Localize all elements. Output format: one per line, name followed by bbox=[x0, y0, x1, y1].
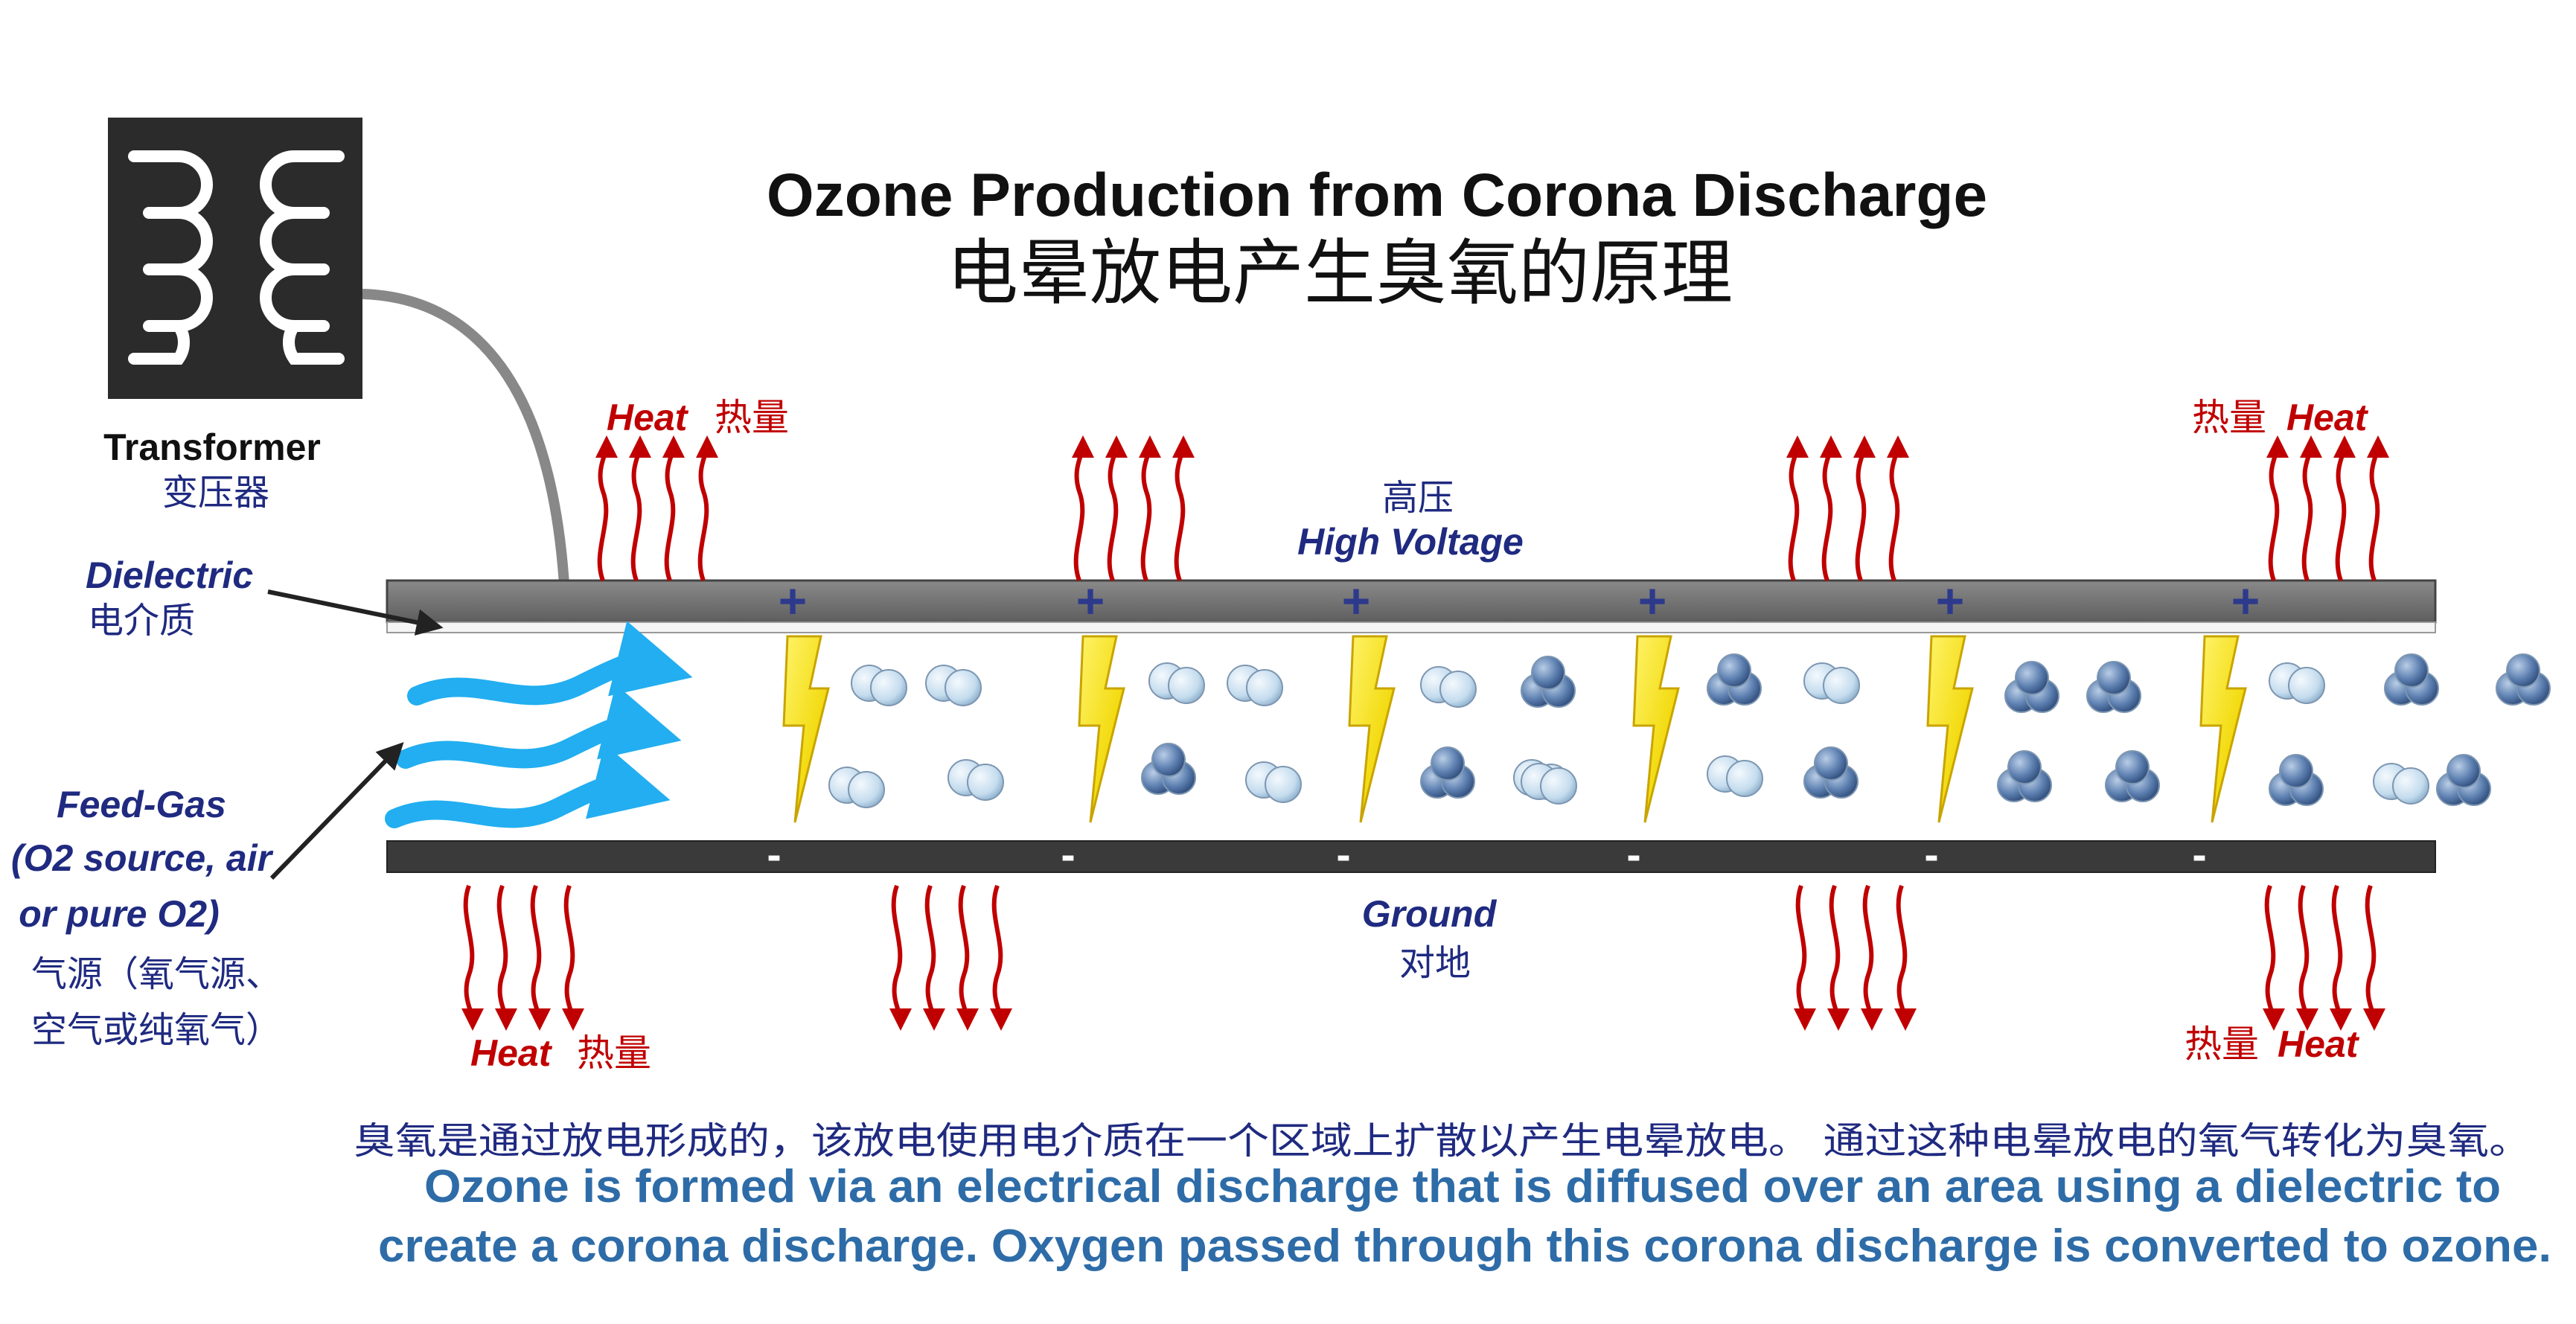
o2-molecule-icon bbox=[925, 665, 982, 706]
heat-label-zh: 热量 bbox=[577, 1032, 651, 1075]
caption-zh: 臭氧是通过放电形成的，该放电使用电介质在一个区域上扩散以产生电晕放电。 通过这种… bbox=[354, 1119, 2531, 1163]
transformer-label-en: Transformer bbox=[103, 426, 321, 468]
o2-molecule-icon bbox=[947, 759, 1004, 801]
title-zh: 电晕放电产生臭氧的原理 bbox=[947, 231, 1733, 315]
o3-molecule-icon bbox=[2086, 661, 2141, 713]
feed-gas-label-zh-line1: 气源（氧气源、 bbox=[31, 953, 281, 995]
minus-sign: - bbox=[1626, 831, 1640, 879]
o3-molecule-icon bbox=[1141, 743, 1196, 795]
minus-sign: - bbox=[1924, 831, 1938, 879]
plus-sign: + bbox=[1638, 573, 1667, 628]
heat-label-zh: 热量 bbox=[2192, 396, 2266, 439]
heat-label-zh: 热量 bbox=[715, 396, 789, 439]
o2-molecule-icon bbox=[851, 665, 907, 706]
o2-molecule-icon bbox=[1420, 666, 1477, 708]
high-voltage-label-en: High Voltage bbox=[1297, 521, 1524, 563]
o2-molecule-icon bbox=[1227, 665, 1283, 706]
o2-molecule-icon bbox=[828, 767, 885, 808]
feed-gas-label-line2: (O2 source, air bbox=[11, 837, 274, 879]
o3-molecule-icon bbox=[1803, 746, 1859, 799]
lightning-bolt-icon bbox=[782, 635, 830, 823]
heat-arrows-down bbox=[2262, 884, 2385, 1031]
o2-molecule-icon bbox=[1707, 755, 1763, 797]
high-voltage-label-zh: 高压 bbox=[1382, 477, 1454, 519]
o3-molecule-icon bbox=[2384, 653, 2439, 706]
o2-molecule-icon bbox=[2373, 763, 2429, 805]
transformer-wire bbox=[362, 289, 569, 585]
o3-molecule-icon bbox=[2269, 754, 2324, 806]
minus-sign: - bbox=[767, 831, 781, 879]
o2-molecule-icon bbox=[1148, 662, 1205, 704]
feed-gas-label-zh-line2: 空气或纯氧气） bbox=[31, 1009, 281, 1051]
lightning-bolt-icon bbox=[1632, 635, 1680, 823]
ground-electrode bbox=[386, 840, 2436, 873]
high-voltage-electrode bbox=[386, 579, 2437, 633]
heat-label-en: Heat bbox=[607, 397, 689, 438]
lightning-bolt-icon bbox=[1348, 635, 1396, 823]
plus-sign: + bbox=[779, 573, 808, 628]
feed-gas-label-line3: or pure O2) bbox=[19, 893, 219, 935]
o3-molecule-icon bbox=[2105, 750, 2160, 802]
molecules bbox=[828, 653, 2551, 808]
plus-sign: + bbox=[2231, 573, 2260, 628]
ground-label-en: Ground bbox=[1362, 893, 1498, 935]
o3-molecule-icon bbox=[2496, 653, 2551, 706]
feed-gas-label-line1: Feed-Gas bbox=[57, 784, 226, 825]
minus-sign: - bbox=[2192, 831, 2206, 879]
o3-molecule-icon bbox=[2436, 754, 2491, 806]
o2-molecule-icon bbox=[2269, 662, 2325, 704]
title-en: Ozone Production from Corona Discharge bbox=[767, 161, 1987, 229]
flow-arrow-icon bbox=[407, 621, 693, 706]
plus-sign: + bbox=[1076, 573, 1105, 628]
caption-en-line2: create a corona discharge. Oxygen passed… bbox=[378, 1221, 2551, 1272]
o3-molecule-icon bbox=[2004, 661, 2059, 713]
lightning-bolt-icon bbox=[1926, 635, 1974, 823]
flow-arrow-icon bbox=[396, 684, 682, 769]
lightning-bolt-icon bbox=[2199, 635, 2247, 823]
dielectric-pointer bbox=[267, 589, 444, 636]
o2-molecule-icon bbox=[1803, 662, 1860, 704]
o3-molecule-icon bbox=[1420, 746, 1475, 799]
heat-label-en: Heat bbox=[2286, 397, 2369, 438]
dielectric-label-zh: 电介质 bbox=[88, 600, 195, 642]
minus-sign: - bbox=[1061, 831, 1075, 879]
heat-arrows-up bbox=[1786, 435, 1909, 582]
o3-molecule-icon bbox=[1997, 750, 2052, 802]
heat-label-en: Heat bbox=[470, 1032, 553, 1074]
o2-molecule-icon bbox=[1245, 761, 1302, 803]
heat-arrows-down bbox=[461, 884, 584, 1031]
heat-arrows-down bbox=[889, 884, 1012, 1031]
transformer-label-zh: 变压器 bbox=[162, 472, 269, 514]
heat-arrows-up bbox=[2266, 435, 2389, 582]
transformer-coil-icon bbox=[108, 118, 362, 399]
lightning-bolt-icon bbox=[1078, 635, 1125, 823]
flow-arrow-icon bbox=[385, 743, 671, 828]
minus-sign: - bbox=[1336, 831, 1350, 879]
caption-en-line1: Ozone is formed via an electrical discha… bbox=[424, 1161, 2501, 1212]
ground-label-zh: 对地 bbox=[1399, 942, 1471, 984]
heat-arrows-up bbox=[1071, 435, 1195, 582]
o3-molecule-icon bbox=[1521, 656, 1576, 708]
heat-label-en: Heat bbox=[2278, 1023, 2360, 1065]
o3-molecule-icon bbox=[1707, 653, 1762, 706]
dielectric-label-en: Dielectric bbox=[86, 554, 253, 596]
o2-molecule-icon bbox=[1521, 763, 1577, 805]
heat-label-zh: 热量 bbox=[2185, 1023, 2259, 1066]
heat-arrows-up bbox=[595, 435, 718, 582]
heat-arrows-down bbox=[1793, 884, 1917, 1031]
plus-sign: + bbox=[1342, 573, 1371, 628]
plus-sign: + bbox=[1936, 573, 1965, 628]
feed-gas-pointer bbox=[269, 742, 404, 880]
